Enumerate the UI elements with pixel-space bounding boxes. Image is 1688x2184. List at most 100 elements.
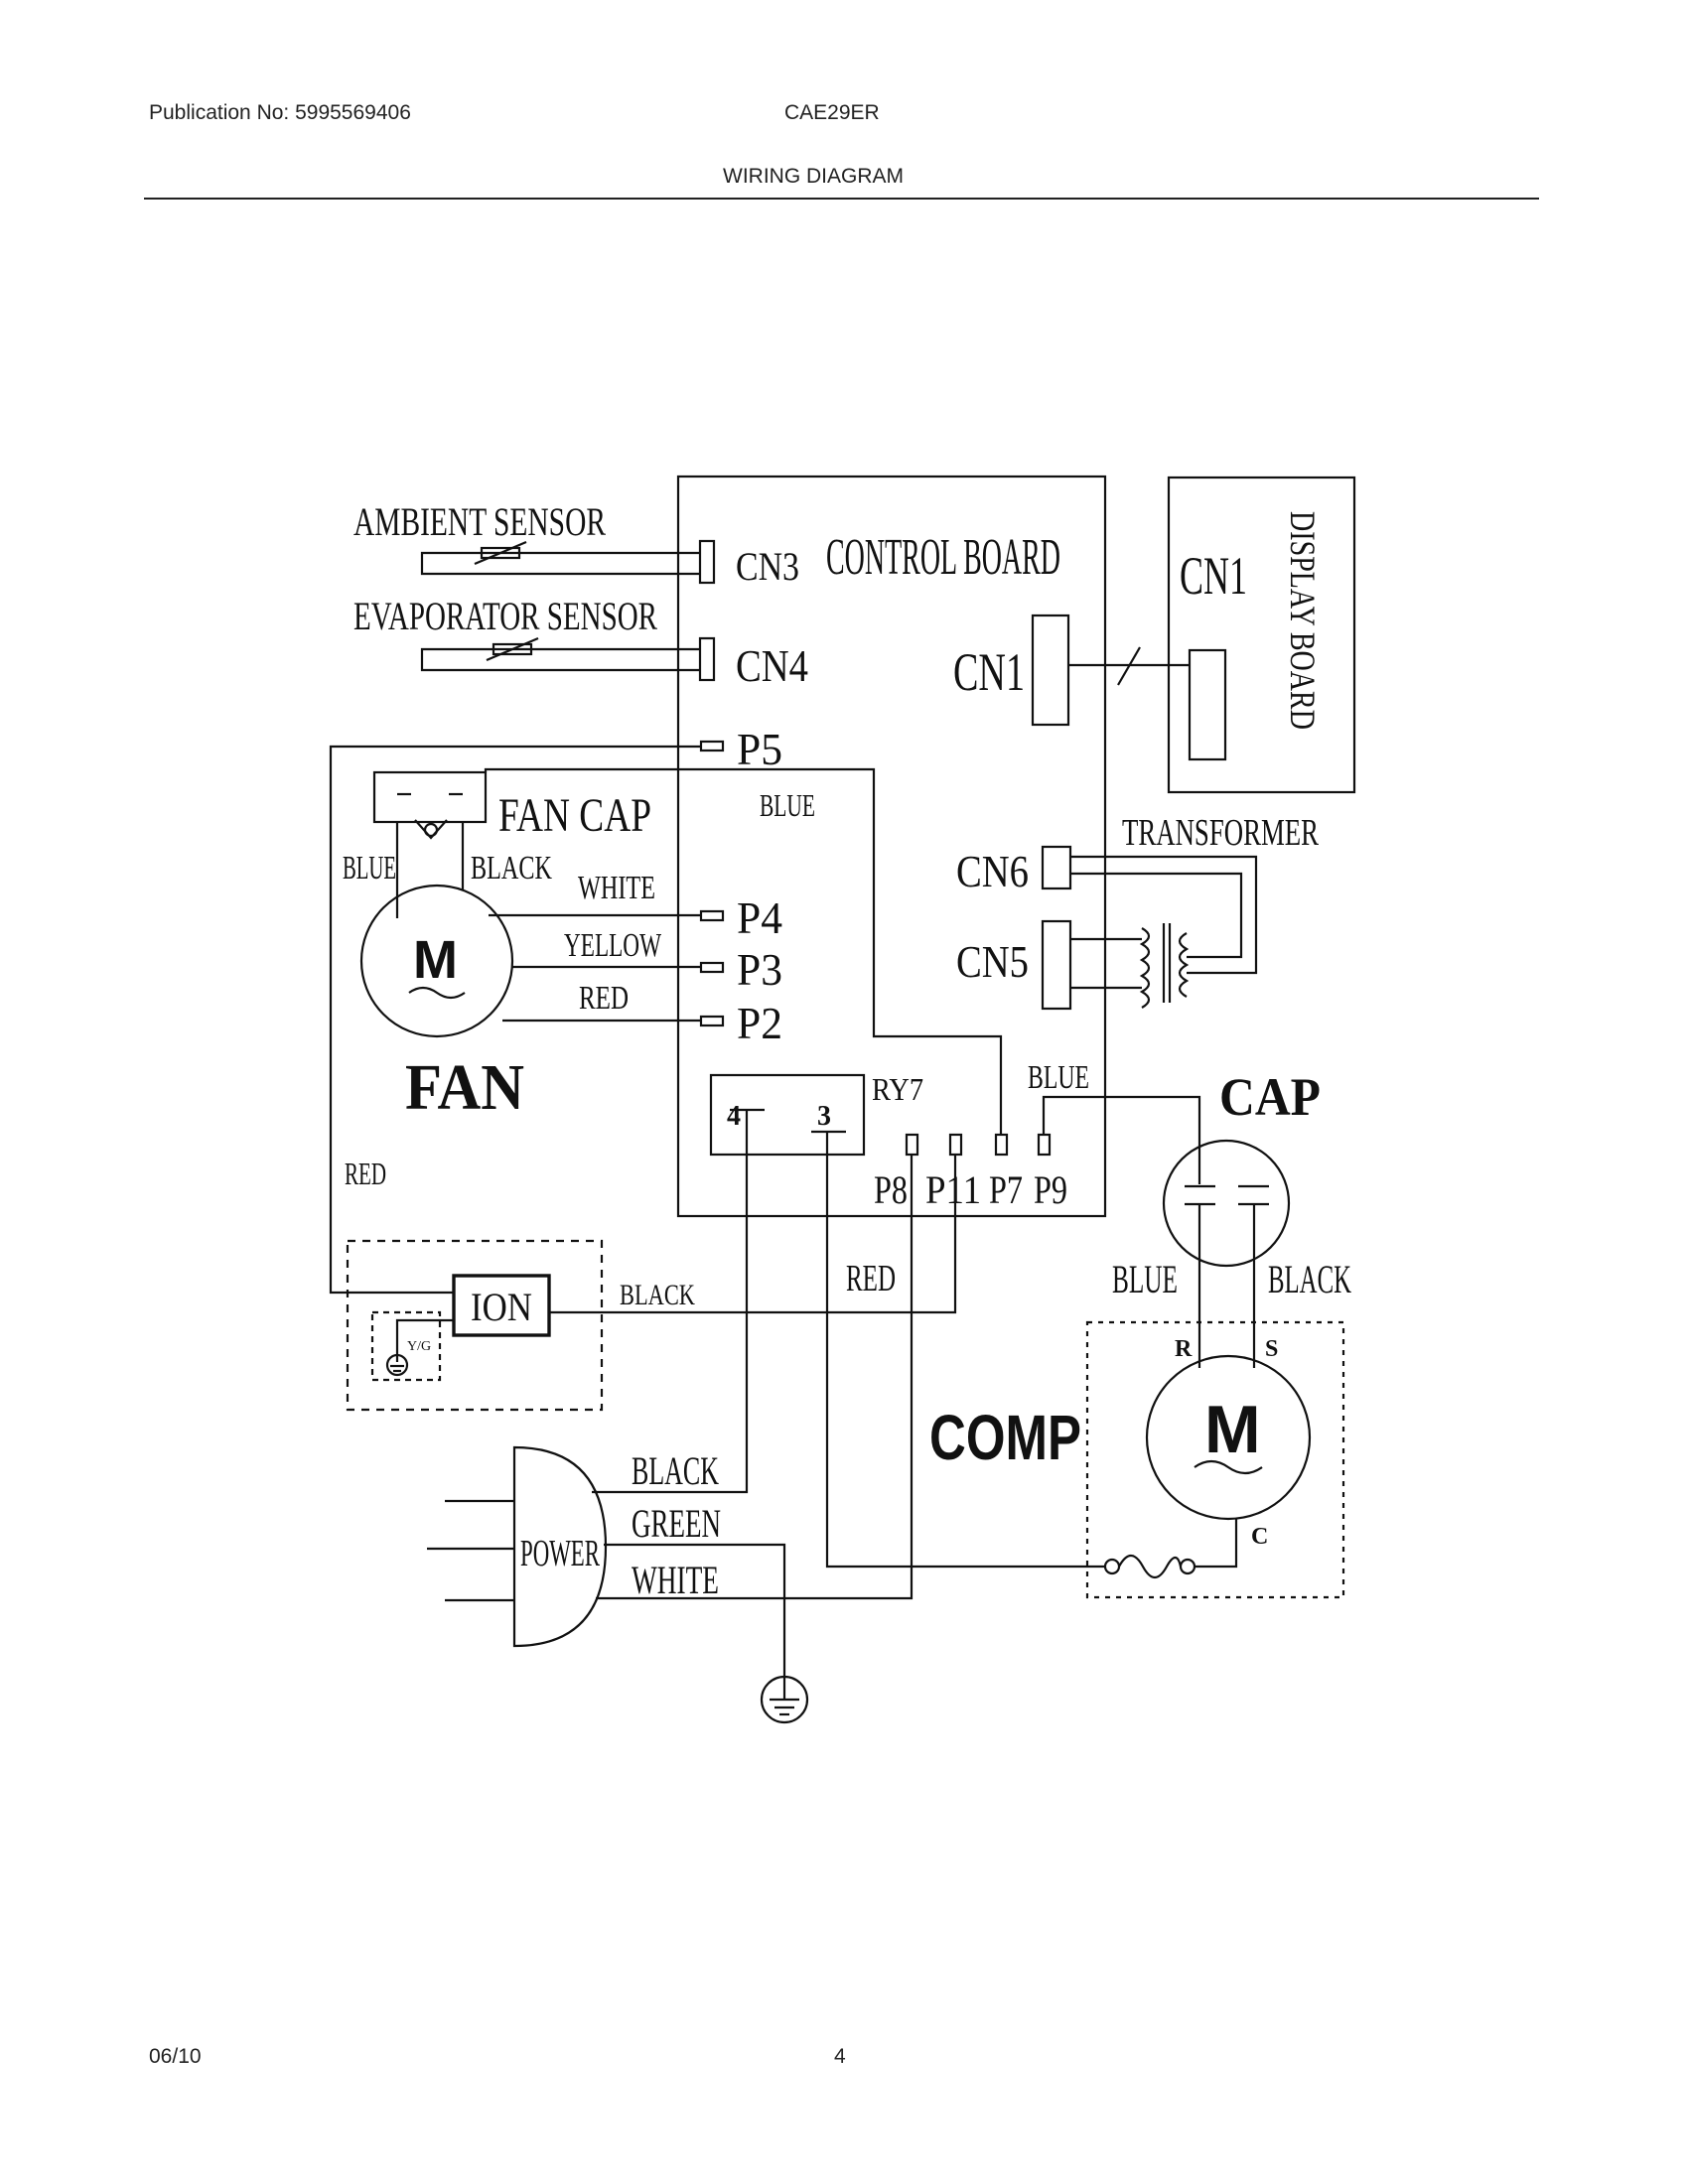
ambient-sensor-label: AMBIENT SENSOR [353,499,606,544]
p5-red-wire [329,745,701,1295]
ion-ground-box [370,1310,442,1382]
cn6-transformer-wire [1070,855,1258,975]
fan-black-label: BLACK [471,850,552,887]
ion-box [452,1274,551,1337]
fan-cap-v [414,819,448,840]
cn4-connector [698,636,716,682]
power-black-wire [592,1110,749,1494]
control-board-title: CONTROL BOARD [826,529,1060,586]
footer-date: 06/10 [149,2045,202,2068]
compressor-c-wire [1194,1519,1238,1569]
fan-cap-blue-label: BLUE [760,787,815,823]
p4-label: P4 [737,892,782,943]
p3-label: P3 [737,944,782,995]
ion-red-label: RED [345,1156,386,1191]
display-board-title: DISPLAY BOARD [1283,511,1323,730]
fan-cap-pivot [423,822,439,838]
p9-cap-blue-wire [1042,1095,1201,1184]
p3-pin [699,961,725,974]
power-white-label: WHITE [632,1558,719,1602]
compressor-motor-circle [1145,1354,1312,1521]
model-number: CAE29ER [784,101,880,124]
header-rule [144,198,1539,200]
ambient-sensor-wire [420,551,700,576]
cn5-connector [1041,919,1072,1011]
relay-ry7-box [709,1073,866,1157]
p8-red-wire [724,1155,914,1600]
fan-yellow-label: YELLOW [564,927,662,964]
cn5-label: CN5 [956,936,1029,987]
page-number: 4 [834,2045,846,2068]
earth-ground-circle [760,1675,809,1724]
page-title: WIRING DIAGRAM [723,165,904,188]
overload-terminal [1179,1558,1196,1575]
compressor-terminal-s: S [1265,1336,1278,1362]
power-green-wire [604,1543,786,1678]
overload-protector [1118,1554,1183,1579]
display-board-connector-label: CN1 [1180,546,1247,606]
fan-cap-blue-wire [484,767,1003,1135]
display-cn1-connector [1188,648,1227,761]
power-label: POWER [520,1533,600,1574]
evaporator-sensor-diagonal [486,636,539,662]
cap-blue-label: BLUE [1112,1257,1178,1301]
cn1-label: CN1 [953,642,1025,702]
ambient-sensor-element [480,546,521,560]
control-board-outline [676,475,1107,1218]
compressor-terminal-c: C [1251,1524,1268,1550]
display-board-outline [1167,476,1356,794]
fan-motor-m: M [413,930,458,990]
fan-label: FAN [405,1051,524,1124]
p8-pin [905,1133,919,1157]
power-black-label: BLACK [632,1448,719,1493]
fan-motor-wave [408,986,466,1000]
overload-terminal [1103,1558,1121,1575]
p8-label: P8 [874,1167,908,1212]
p2-pin [699,1015,725,1027]
fan-white-label: WHITE [578,870,655,906]
transformer-label: TRANSFORMER [1122,812,1319,854]
fan-motor-circle [359,884,514,1038]
p5-label: P5 [737,724,782,774]
p2-label: P2 [737,998,782,1048]
p9-pin [1037,1133,1052,1157]
evaporator-sensor-label: EVAPORATOR SENSOR [353,594,657,638]
publication-number: Publication No: 5995569406 [149,101,411,124]
cap-black-label: BLACK [1268,1257,1351,1301]
ion-label: ION [471,1285,532,1329]
ion-ground-symbol [385,1353,409,1377]
run-capacitor-circle [1162,1139,1291,1268]
ion-black-label: BLACK [620,1279,695,1311]
p7-pin [994,1133,1009,1157]
transformer-secondary-coil [1178,932,1190,998]
p11-pin [948,1133,963,1157]
p5-pin [699,740,725,752]
control-cn1-connector [1031,614,1070,727]
cn6-label: CN6 [956,846,1029,896]
power-green-label: GREEN [632,1501,721,1546]
cn1-bus-slash [1117,646,1141,686]
compressor-motor-m: M [1204,1392,1261,1467]
fan-blue-label: BLUE [343,850,396,887]
relay-3-comp-wire [825,1132,1105,1569]
p9-blue-label: BLUE [1028,1059,1089,1096]
p7-label: P7 [989,1167,1023,1212]
ion-ground-wire [395,1318,454,1330]
compressor-motor-wave [1194,1459,1263,1475]
cn6-transformer-wire-2 [1070,872,1243,959]
compressor-terminal-r: R [1175,1336,1193,1362]
p11-label: P11 [925,1167,981,1212]
p8-red-label: RED [846,1258,896,1299]
ion-p11-black-wire [549,1155,957,1314]
ambient-sensor-diagonal [474,540,527,566]
compressor-dashed-box [1085,1320,1345,1599]
cn3-label: CN3 [736,544,799,589]
fan-cap-label: FAN CAP [498,789,651,842]
p4-pin [699,909,725,922]
fan-red-label: RED [579,980,629,1017]
relay-terminal-3: 3 [817,1101,831,1132]
evaporator-sensor-element [492,642,533,656]
cn4-label: CN4 [736,640,808,691]
cn3-connector [698,539,716,585]
